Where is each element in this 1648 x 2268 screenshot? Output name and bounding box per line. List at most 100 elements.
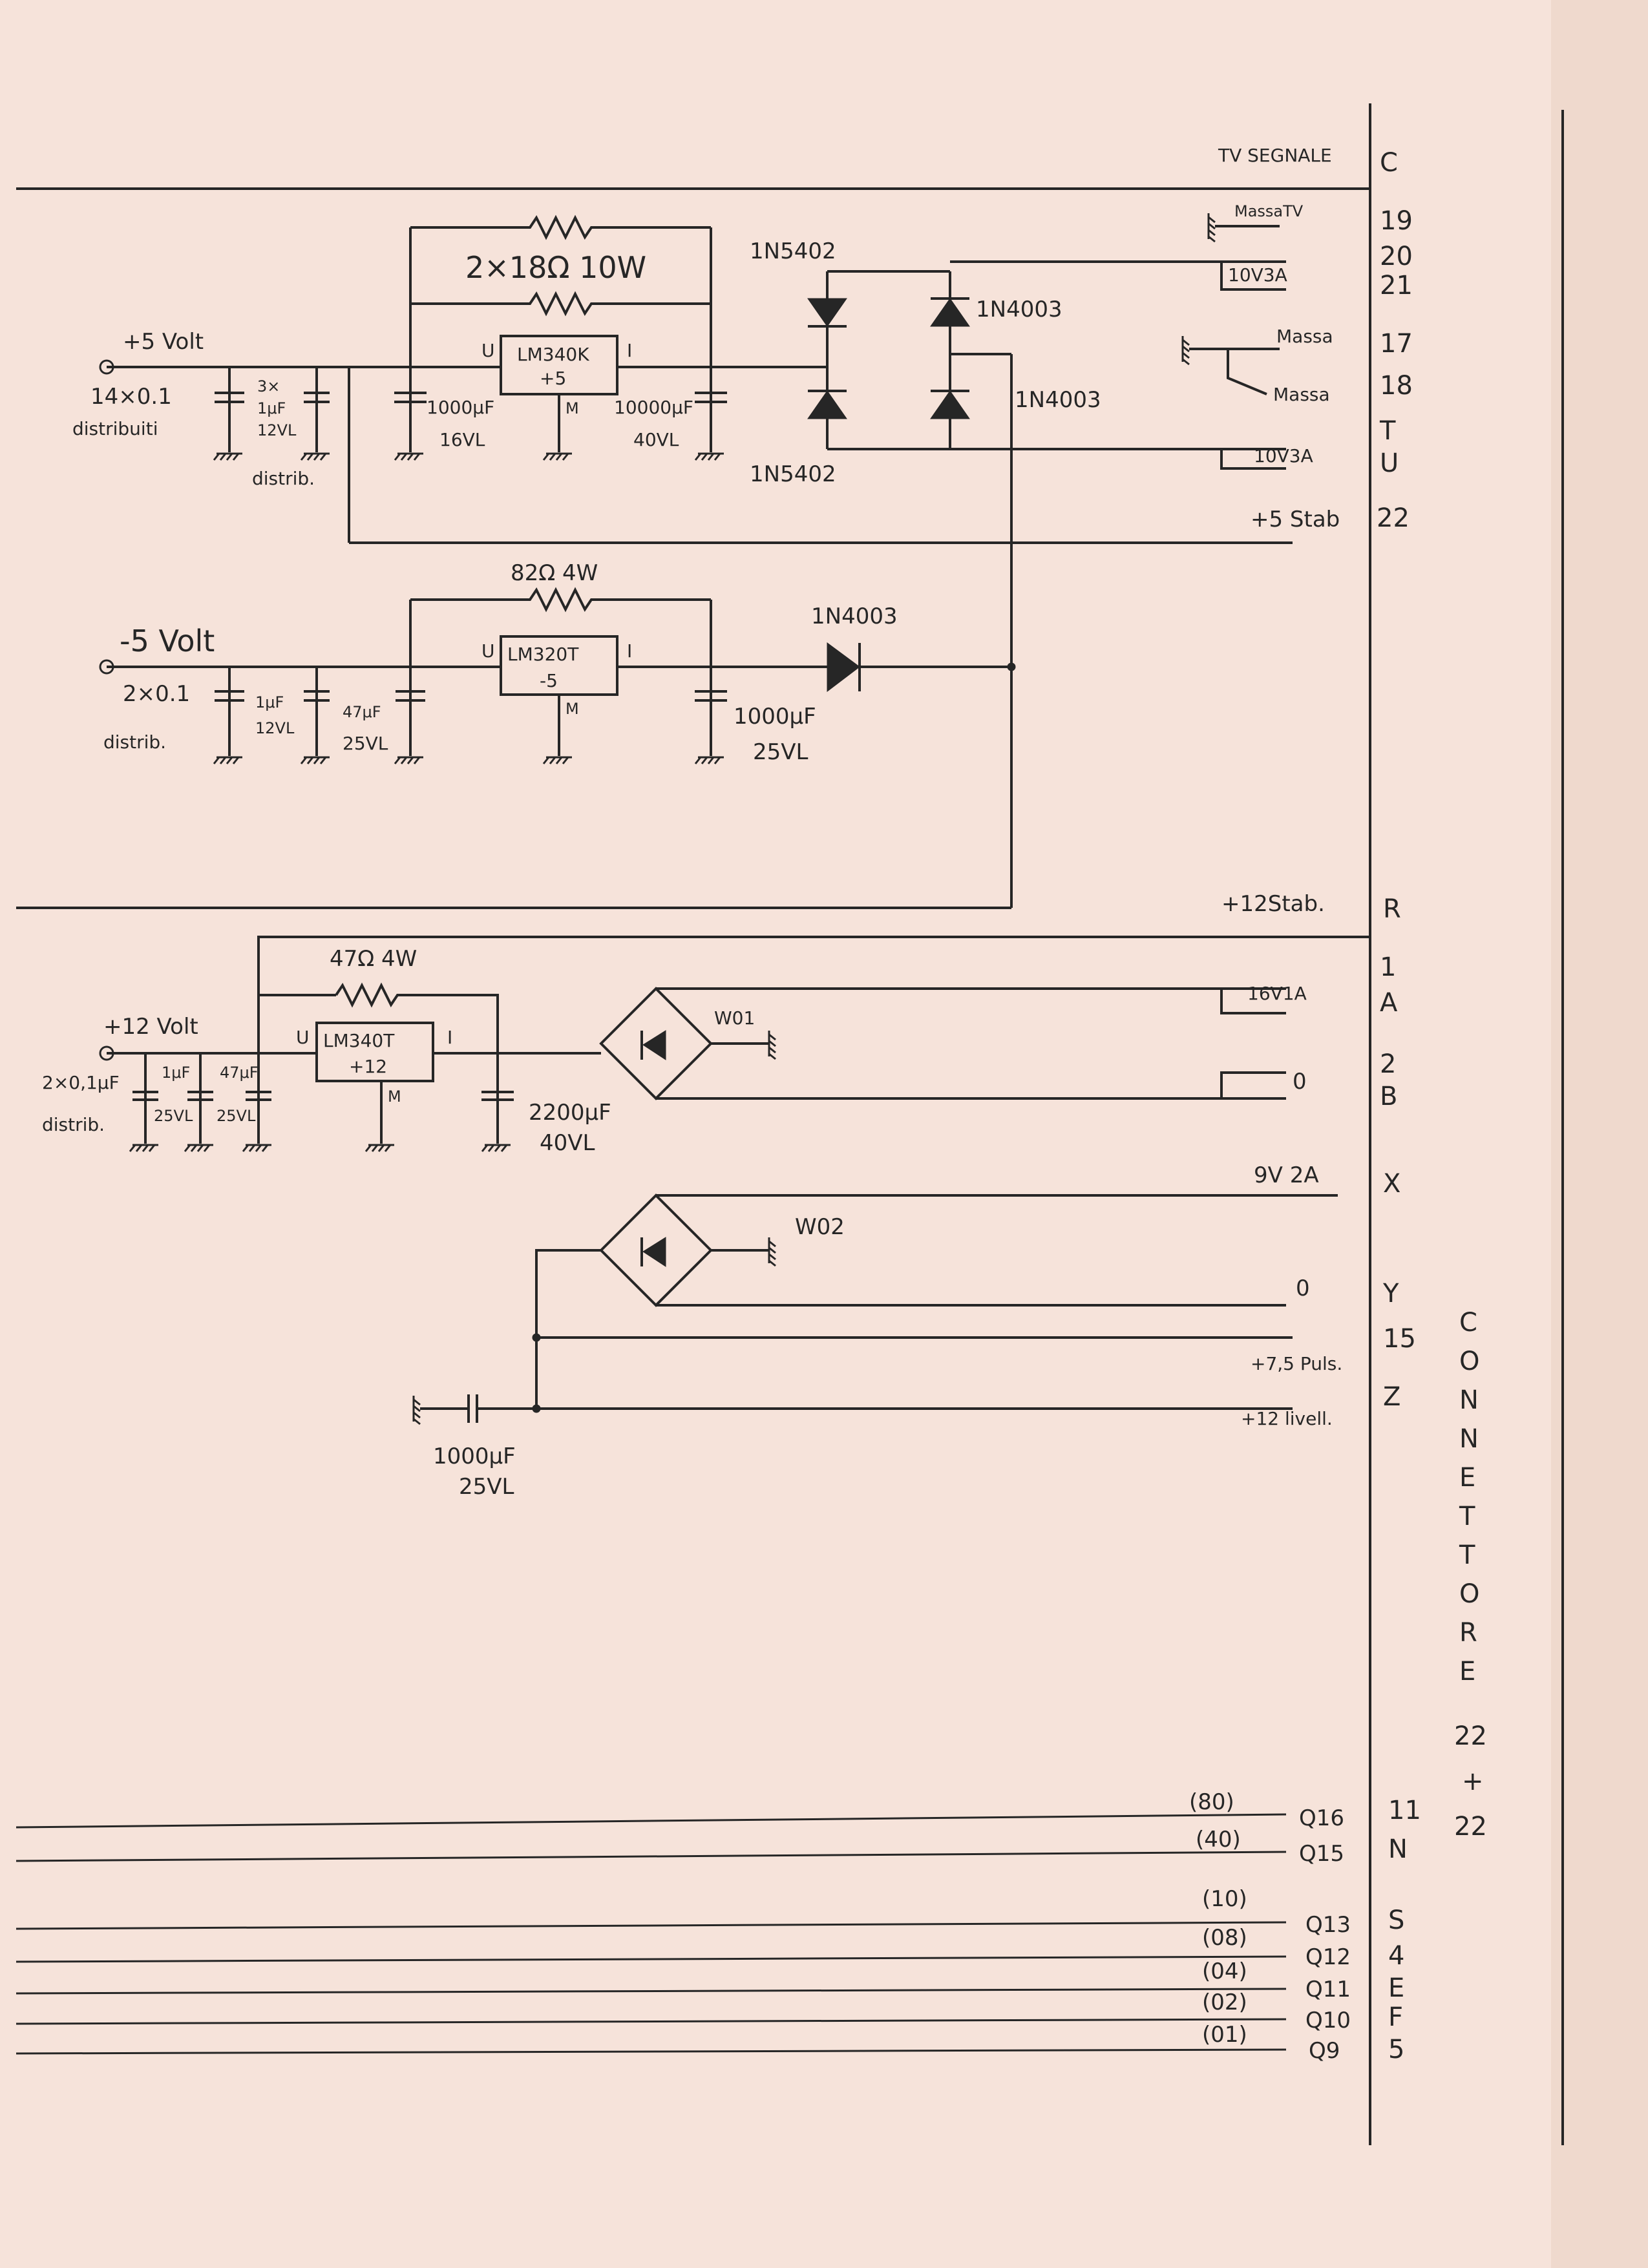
- svg-text:C: C: [1459, 1308, 1477, 1338]
- line-label: +5 Stab: [1251, 507, 1340, 532]
- input-terminal-neg5v: [99, 659, 114, 675]
- svg-text:I: I: [447, 1027, 452, 1048]
- svg-text:82Ω 4W: 82Ω 4W: [511, 560, 598, 586]
- input-terminal-12v: [99, 1045, 114, 1061]
- svg-text:2×0,1μF: 2×0,1μF: [42, 1072, 120, 1093]
- svg-text:M: M: [565, 700, 579, 718]
- svg-text:I: I: [627, 340, 632, 361]
- regulator-lm340t: [315, 1022, 434, 1082]
- resistor-icon: [410, 215, 711, 240]
- svg-text:14×0.1: 14×0.1: [90, 384, 172, 410]
- svg-text:Q15: Q15: [1299, 1841, 1344, 1867]
- svg-text:O: O: [1459, 1579, 1479, 1609]
- diode-icon: [930, 298, 970, 327]
- line-label: Massa: [1276, 326, 1333, 347]
- input-label-5v: +5 Volt: [123, 329, 204, 355]
- ground-icon: [768, 1236, 777, 1267]
- svg-text:1μF: 1μF: [257, 399, 286, 417]
- bus-lines: (80) Q16 11 (40) Q15 N (10) Q13 S (08) Q…: [16, 1789, 1421, 2064]
- pin-label: 5: [1388, 2035, 1404, 2064]
- svg-text:1N4003: 1N4003: [1015, 387, 1101, 413]
- svg-text:1μF: 1μF: [162, 1064, 190, 1082]
- input-label-12v: +12 Volt: [103, 1014, 198, 1040]
- pin-label: 20: [1380, 242, 1413, 271]
- pin-label: 18: [1380, 371, 1413, 401]
- svg-text:distrib.: distrib.: [42, 1114, 105, 1135]
- ground-icon: [129, 1144, 160, 1153]
- ground-icon: [1207, 212, 1216, 243]
- svg-text:E: E: [1459, 1657, 1475, 1686]
- pin-label: N: [1388, 1834, 1408, 1864]
- svg-text:E: E: [1459, 1463, 1475, 1493]
- svg-text:N: N: [1459, 1424, 1479, 1454]
- ground-icon: [694, 756, 725, 765]
- section-12v: U I LM340T +12 M 47Ω 4W 2×0,1μF distrib.…: [42, 936, 1370, 1500]
- svg-text:I: I: [627, 640, 632, 662]
- ground-icon: [542, 756, 573, 765]
- svg-text:M: M: [565, 399, 579, 417]
- pin-label: A: [1380, 988, 1398, 1018]
- svg-text:(04): (04): [1202, 1958, 1247, 1984]
- svg-text:+: +: [1462, 1767, 1484, 1796]
- svg-text:Q12: Q12: [1305, 1944, 1351, 1970]
- svg-text:O: O: [1459, 1347, 1479, 1376]
- svg-text:1000μF: 1000μF: [734, 704, 816, 730]
- ground-icon: [300, 756, 331, 765]
- section-neg5v: U I LM320T -5 M 82Ω 4W 1N4003 2×0.1 dist…: [16, 560, 1016, 909]
- svg-text:N: N: [1459, 1385, 1479, 1415]
- input-terminal-5v: [99, 359, 114, 375]
- svg-text:U: U: [481, 340, 495, 361]
- svg-text:(08): (08): [1202, 1925, 1247, 1951]
- svg-text:2200μF: 2200μF: [529, 1100, 611, 1126]
- pin-label: 22: [1377, 503, 1410, 533]
- ground-icon: [1181, 335, 1190, 366]
- svg-text:25VL: 25VL: [753, 739, 808, 765]
- line-label: 0: [1293, 1069, 1307, 1095]
- line-label: 10V3A: [1254, 445, 1313, 467]
- ground-icon: [394, 756, 425, 765]
- svg-text:1000μF: 1000μF: [433, 1444, 516, 1469]
- ground-icon: [481, 1144, 512, 1153]
- svg-text:1μF: 1μF: [255, 693, 284, 711]
- svg-text:47Ω 4W: 47Ω 4W: [330, 946, 417, 972]
- ground-icon: [213, 756, 244, 765]
- svg-text:U: U: [481, 640, 495, 662]
- svg-text:1N4003: 1N4003: [976, 297, 1062, 322]
- pin-label: 19: [1380, 206, 1413, 236]
- svg-text:Q16: Q16: [1299, 1805, 1344, 1831]
- svg-text:LM340K: LM340K: [517, 344, 589, 365]
- ground-icon: [412, 1394, 421, 1425]
- diode-icon: [642, 1237, 666, 1267]
- pin-label: C: [1380, 148, 1398, 178]
- svg-text:47μF: 47μF: [343, 703, 381, 721]
- ground-icon: [542, 452, 573, 461]
- line-label: 10V3A: [1228, 264, 1287, 286]
- pin-label: 1: [1380, 952, 1396, 982]
- svg-text:1000μF: 1000μF: [427, 397, 494, 418]
- ground-icon: [768, 1029, 777, 1060]
- svg-text:2×0.1: 2×0.1: [123, 681, 190, 707]
- pin-label: Z: [1383, 1382, 1400, 1412]
- svg-text:-5: -5: [540, 670, 558, 691]
- svg-text:2×18Ω 10W: 2×18Ω 10W: [465, 250, 646, 285]
- svg-text:W02: W02: [795, 1214, 845, 1240]
- svg-text:25VL: 25VL: [217, 1107, 256, 1125]
- diode-icon: [827, 642, 860, 693]
- svg-text:25VL: 25VL: [343, 733, 388, 754]
- svg-text:LM320T: LM320T: [507, 644, 579, 665]
- line-label: +7,5 Puls.: [1251, 1353, 1342, 1374]
- pin-label: 11: [1388, 1796, 1421, 1825]
- ground-icon: [213, 452, 244, 461]
- svg-text:25VL: 25VL: [459, 1474, 514, 1500]
- svg-text:Q11: Q11: [1305, 1977, 1351, 2002]
- diode-icon: [642, 1030, 666, 1060]
- connector-title: C O N N E T T O R E 22 + 22: [1454, 1308, 1487, 1842]
- svg-text:(01): (01): [1202, 2022, 1247, 2048]
- pin-label: R: [1383, 894, 1401, 924]
- line-label: MassaTV: [1234, 202, 1304, 220]
- ground-icon: [184, 1144, 215, 1153]
- svg-text:40VL: 40VL: [633, 429, 679, 450]
- pin-label: F: [1388, 2002, 1403, 2032]
- svg-text:LM340T: LM340T: [323, 1030, 395, 1051]
- svg-text:+12: +12: [349, 1056, 387, 1077]
